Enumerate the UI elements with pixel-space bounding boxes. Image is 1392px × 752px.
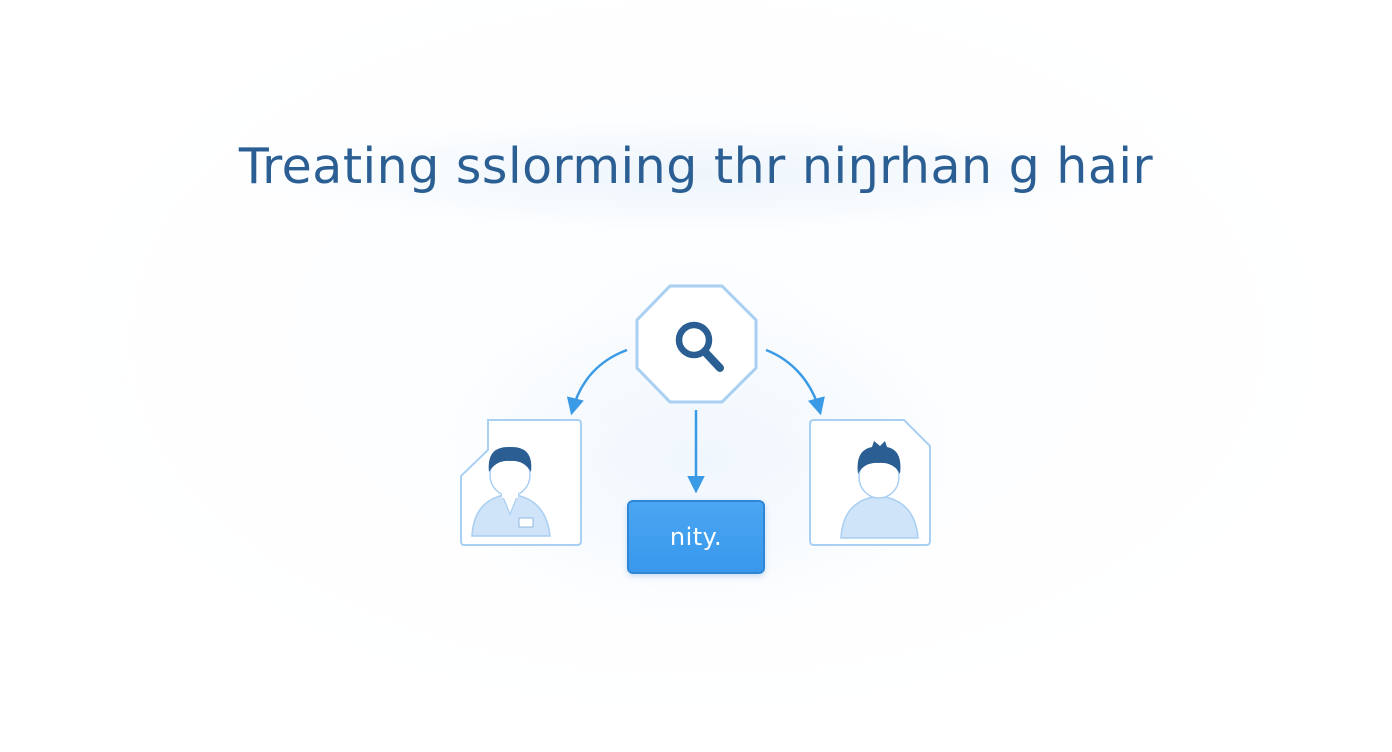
right-person-node [809, 419, 931, 546]
search-node [635, 284, 758, 404]
arrow-to-right-person [765, 348, 825, 416]
search-icon [675, 321, 724, 372]
result-label: nity. [669, 523, 723, 551]
title-glow [240, 118, 1150, 230]
person-icon [840, 441, 919, 539]
result-node: nity. [627, 500, 765, 574]
person-with-badge-icon [471, 446, 551, 537]
diagram-title: Treating sslorming thr niŋrhan g hair [238, 138, 1154, 195]
left-person-node [460, 419, 582, 546]
arrow-to-left-person [566, 348, 628, 416]
